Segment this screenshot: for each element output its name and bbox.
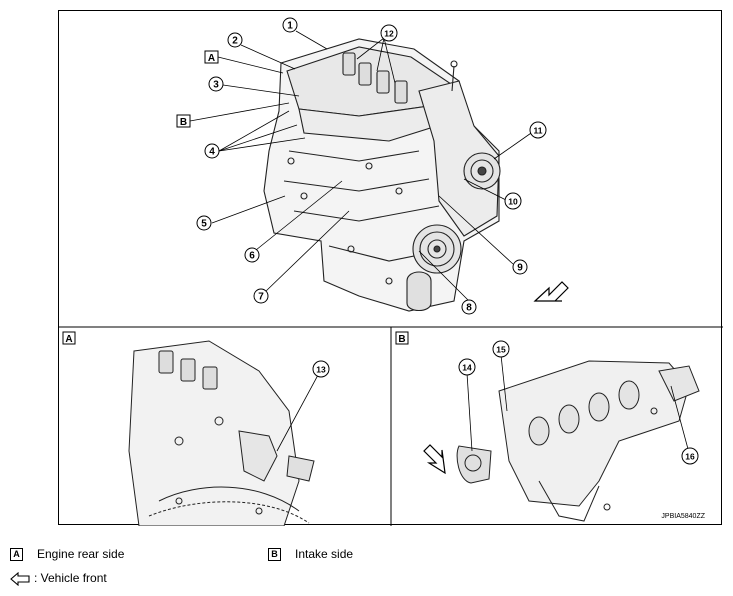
- callout-4: 4: [204, 143, 220, 159]
- callout-14: 14: [458, 358, 476, 376]
- svg-text:15: 15: [496, 345, 506, 355]
- callout-6: 6: [244, 247, 260, 263]
- box-marker-a-text: A: [208, 53, 215, 64]
- svg-text:5: 5: [201, 219, 207, 230]
- box-marker-a: A: [204, 50, 284, 74]
- reference-code: JPBIA5840ZZ: [661, 513, 705, 520]
- legend-b: B Intake side: [268, 547, 354, 562]
- svg-text:9: 9: [517, 263, 523, 274]
- callouts-main: 1 2 3 4 5 6 7 8 9 10 11 12: [196, 17, 547, 315]
- callout-10: 10: [504, 192, 522, 210]
- panel-a: A 13: [62, 331, 330, 526]
- svg-text:1: 1: [287, 21, 293, 32]
- panel-a-label: A: [65, 334, 72, 345]
- legend-b-text: Intake side: [295, 547, 354, 561]
- callout-5: 5: [196, 215, 212, 231]
- svg-text:16: 16: [685, 452, 695, 462]
- intake-manifold-drawing: [456, 360, 700, 522]
- vehicle-front-legend-arrow-icon: [10, 571, 30, 586]
- panel-b: B 14 15 16: [395, 331, 700, 522]
- svg-text:3: 3: [213, 80, 219, 91]
- engine-drawing: [263, 38, 501, 312]
- leader-lines-main: [211, 30, 535, 302]
- callout-11: 11: [529, 121, 547, 139]
- svg-text:2: 2: [232, 36, 238, 47]
- svg-text:11: 11: [534, 126, 543, 136]
- svg-text:7: 7: [258, 292, 264, 303]
- callout-16: 16: [681, 447, 699, 465]
- legend-arrow: : Vehicle front: [10, 571, 107, 586]
- box-marker-b: B: [176, 102, 290, 128]
- panel-b-label: B: [398, 334, 405, 345]
- callout-1: 1: [282, 17, 298, 33]
- panel-b-vehicle-front-arrow-icon: [423, 444, 446, 475]
- svg-text:10: 10: [508, 197, 518, 207]
- legend-b-key: B: [268, 548, 281, 562]
- callout-3: 3: [208, 76, 224, 92]
- legend-a: A Engine rear side: [10, 547, 125, 562]
- engine-rear-drawing: [128, 340, 315, 526]
- vehicle-front-arrow-icon: [533, 281, 569, 302]
- callout-12: 12: [380, 24, 398, 42]
- callout-15: 15: [492, 340, 510, 358]
- figure-frame: A B 1 2 3 4 5 6 7 8 9 10 11: [58, 10, 723, 526]
- callout-9: 9: [512, 259, 528, 275]
- legend-a-text: Engine rear side: [37, 547, 125, 561]
- callout-8: 8: [461, 299, 477, 315]
- callout-13: 13: [312, 360, 330, 378]
- svg-text:14: 14: [462, 363, 472, 373]
- callout-2: 2: [227, 32, 243, 48]
- legend-a-key: A: [10, 548, 23, 562]
- svg-text:4: 4: [209, 147, 215, 158]
- svg-text:12: 12: [384, 29, 394, 39]
- callout-7: 7: [253, 288, 269, 304]
- svg-text:6: 6: [249, 251, 255, 262]
- svg-text:8: 8: [466, 303, 472, 314]
- legend-arrow-text: : Vehicle front: [34, 571, 107, 585]
- svg-text:13: 13: [316, 365, 326, 375]
- engine-diagram: A B 1 2 3 4 5 6 7 8 9 10 11: [59, 17, 723, 526]
- box-marker-b-text: B: [180, 117, 187, 128]
- leader-lines-b: [466, 354, 689, 452]
